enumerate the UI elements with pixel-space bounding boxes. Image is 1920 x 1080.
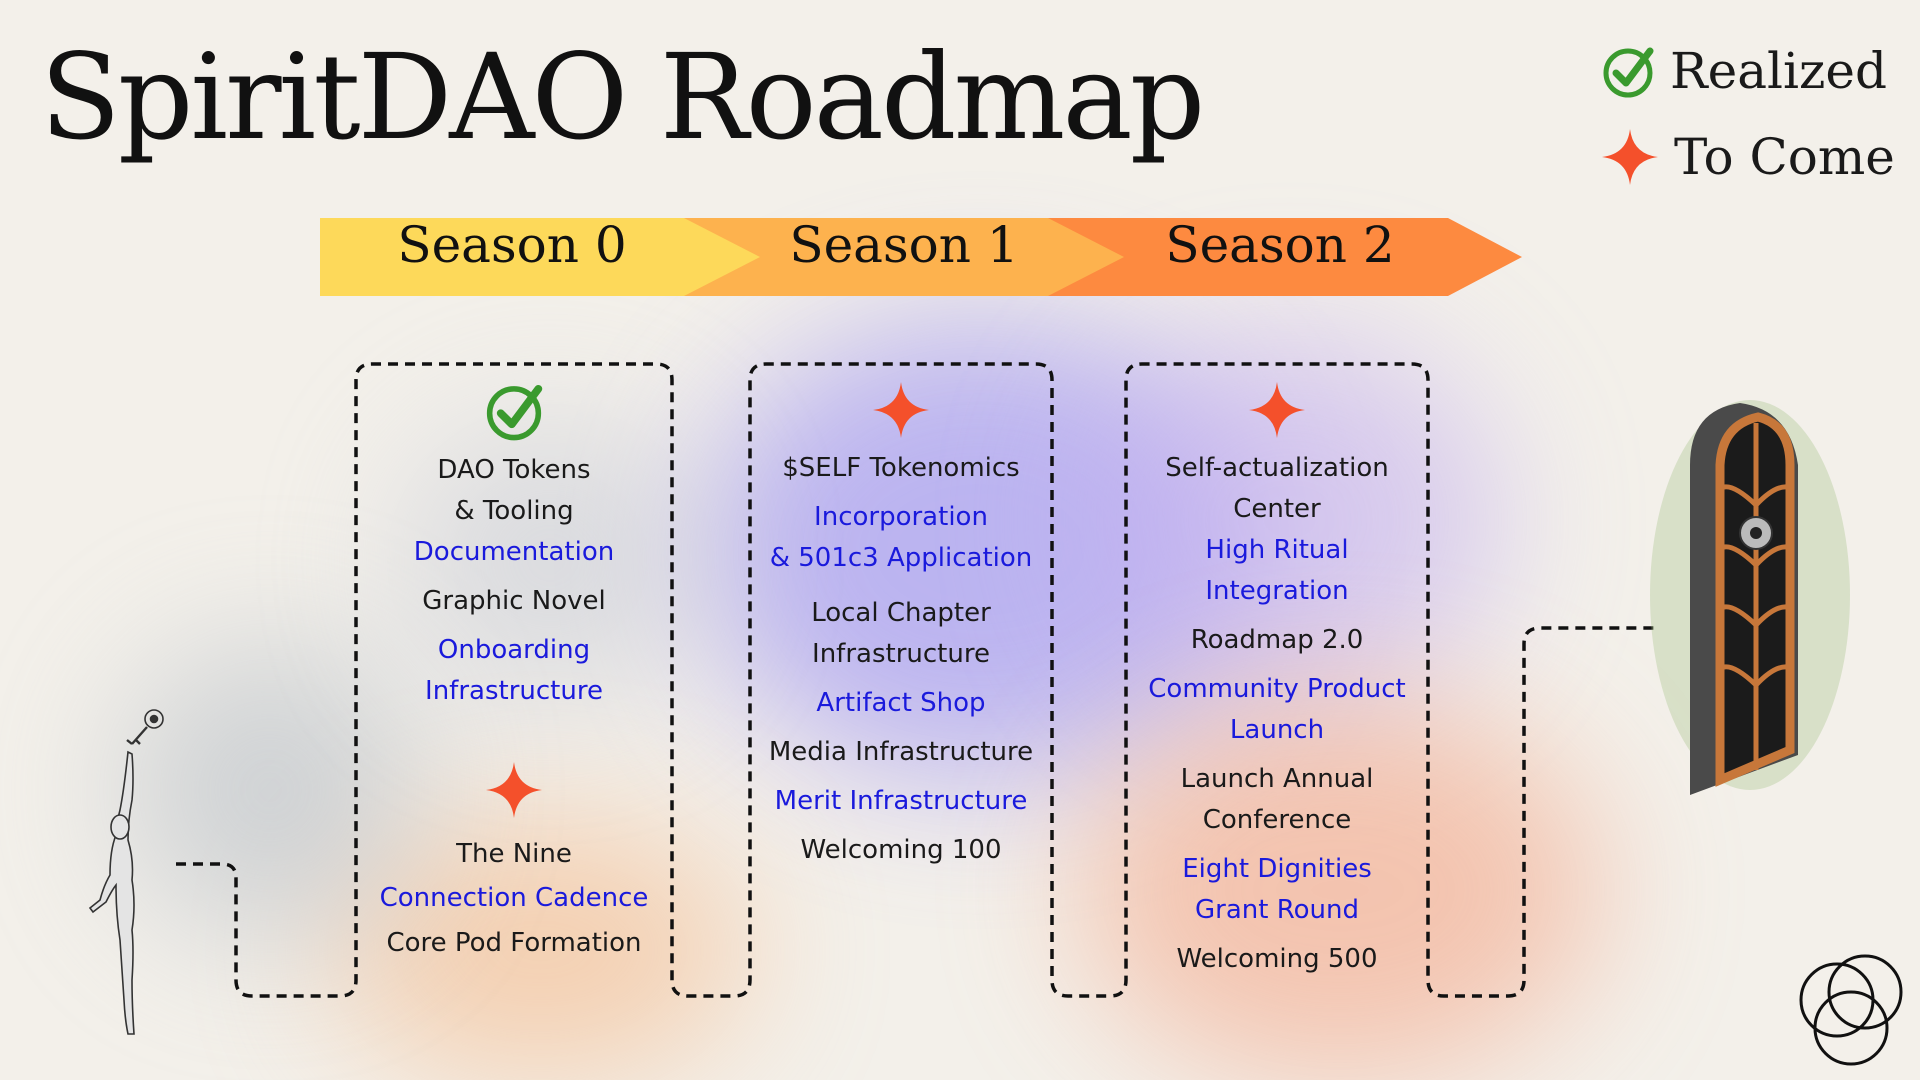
roadmap-link-eight-dignities[interactable]: Eight Dignities Grant Round [1182,854,1372,925]
season-2-column: Self-actualization Center High Ritual In… [1126,380,1428,980]
figure-illustration [88,709,164,1035]
legend: Realized To Come [1600,28,1895,200]
star-icon [873,382,929,438]
star-icon [486,762,542,818]
logo-rings-icon [1799,954,1903,1066]
check-icon [486,384,543,441]
legend-item-to-come: To Come [1600,114,1895,200]
season-0-label: Season 0 [397,216,627,274]
check-icon [1603,47,1654,98]
season-2-label: Season 2 [1165,216,1395,274]
season-1-status-to-come [871,380,931,440]
roadmap-item-welcoming-500: Welcoming 500 [1176,944,1378,974]
season-1-arrow [684,218,1124,296]
door-illustration [1650,400,1850,795]
season-0-status-realized [483,380,545,442]
roadmap-link-incorporation[interactable]: Incorporation & 501c3 Application [769,502,1033,573]
roadmap-link-high-ritual[interactable]: High Ritual Integration [1205,535,1349,606]
season-1-label: Season 1 [789,216,1019,274]
roadmap-item-the-nine: The Nine [456,839,572,869]
roadmap-item-dao-tokens: DAO Tokens & Tooling [437,455,591,526]
legend-label-realized: Realized [1670,42,1887,100]
star-icon [1249,382,1305,438]
legend-item-realized: Realized [1600,28,1895,114]
roadmap-item-roadmap-2: Roadmap 2.0 [1190,625,1364,655]
roadmap-path [176,362,1660,998]
season-2-status-to-come [1247,380,1307,440]
page-title: SpiritDAO Roadmap [40,28,1205,166]
roadmap-item-annual-conference: Launch Annual Conference [1180,764,1374,835]
roadmap-link-merit-infrastructure[interactable]: Merit Infrastructure [774,786,1028,816]
roadmap-item-core-pod: Core Pod Formation [386,928,642,958]
roadmap-item-self-tokenomics: $SELF Tokenomics [782,453,1020,483]
legend-label-to-come: To Come [1674,128,1895,186]
roadmap-item-graphic-novel: Graphic Novel [422,586,606,616]
roadmap-item-media-infrastructure: Media Infrastructure [768,737,1034,767]
roadmap-link-documentation[interactable]: Documentation [413,537,615,567]
season-0-arrow [320,218,760,296]
roadmap-item-welcoming-100: Welcoming 100 [800,835,1002,865]
season-0-column: DAO Tokens & Tooling Documentation Graph… [356,380,672,965]
roadmap-item-local-chapter: Local Chapter Infrastructure [811,598,991,669]
season-1-column: $SELF Tokenomics Incorporation & 501c3 A… [750,380,1052,871]
season-2-arrow [1048,218,1522,296]
season-0-status-to-come [484,760,544,820]
roadmap-link-onboarding[interactable]: Onboarding Infrastructure [425,635,603,706]
star-icon [1602,129,1658,185]
roadmap-link-community-product[interactable]: Community Product Launch [1148,674,1406,745]
roadmap-link-connection-cadence[interactable]: Connection Cadence [379,883,649,913]
roadmap-item-self-actualization: Self-actualization Center [1165,453,1389,524]
roadmap-link-artifact-shop[interactable]: Artifact Shop [816,688,986,718]
